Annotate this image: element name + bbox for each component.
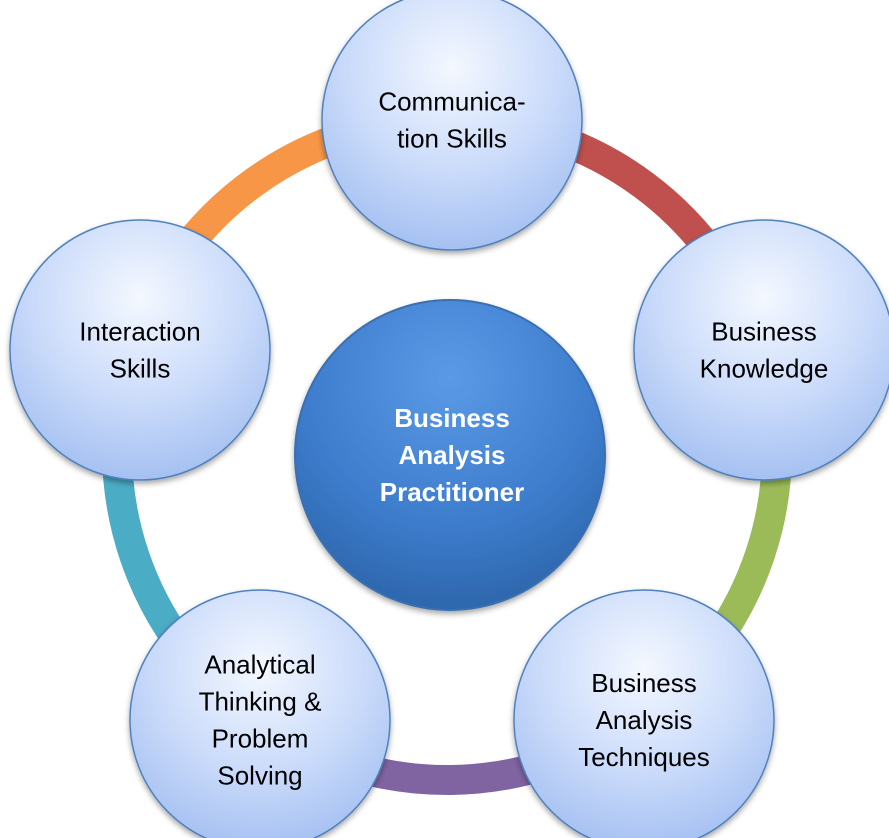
center-label-line-2: Analysis <box>399 440 506 470</box>
node-circle-interaction-skills <box>9 219 271 481</box>
center-circle <box>294 299 606 611</box>
node-circle-analytical-thinking <box>129 589 391 838</box>
center-label-line-3: Practitioner <box>380 477 525 507</box>
node-label-analytical-thinking-line-2: Thinking & <box>199 687 322 717</box>
node-communication-skills: Communica-tion Skills <box>321 0 583 251</box>
node-label-analytical-thinking-line-3: Problem <box>212 724 309 754</box>
node-label-business-analysis-techniques-line-2: Analysis <box>596 705 693 735</box>
node-label-business-knowledge-line-1: Business <box>711 317 817 347</box>
node-label-business-analysis-techniques-line-1: Business <box>591 668 697 698</box>
node-label-business-knowledge-line-2: Knowledge <box>700 354 829 384</box>
center-label-line-1: Business <box>394 403 510 433</box>
node-circle-business-analysis-techniques <box>513 589 775 838</box>
node-label-business-analysis-techniques-line-3: Techniques <box>578 742 710 772</box>
node-label-communication-skills-line-2: tion Skills <box>397 124 507 154</box>
node-label-analytical-thinking-line-1: Analytical <box>204 650 315 680</box>
node-label-interaction-skills-line-2: Skills <box>110 354 171 384</box>
node-circle-communication-skills <box>321 0 583 251</box>
node-label-communication-skills-line-1: Communica- <box>378 87 525 117</box>
node-label-interaction-skills-line-1: Interaction <box>79 317 200 347</box>
node-label-analytical-thinking-line-4: Solving <box>217 761 302 791</box>
node-circle-business-knowledge <box>633 219 889 481</box>
